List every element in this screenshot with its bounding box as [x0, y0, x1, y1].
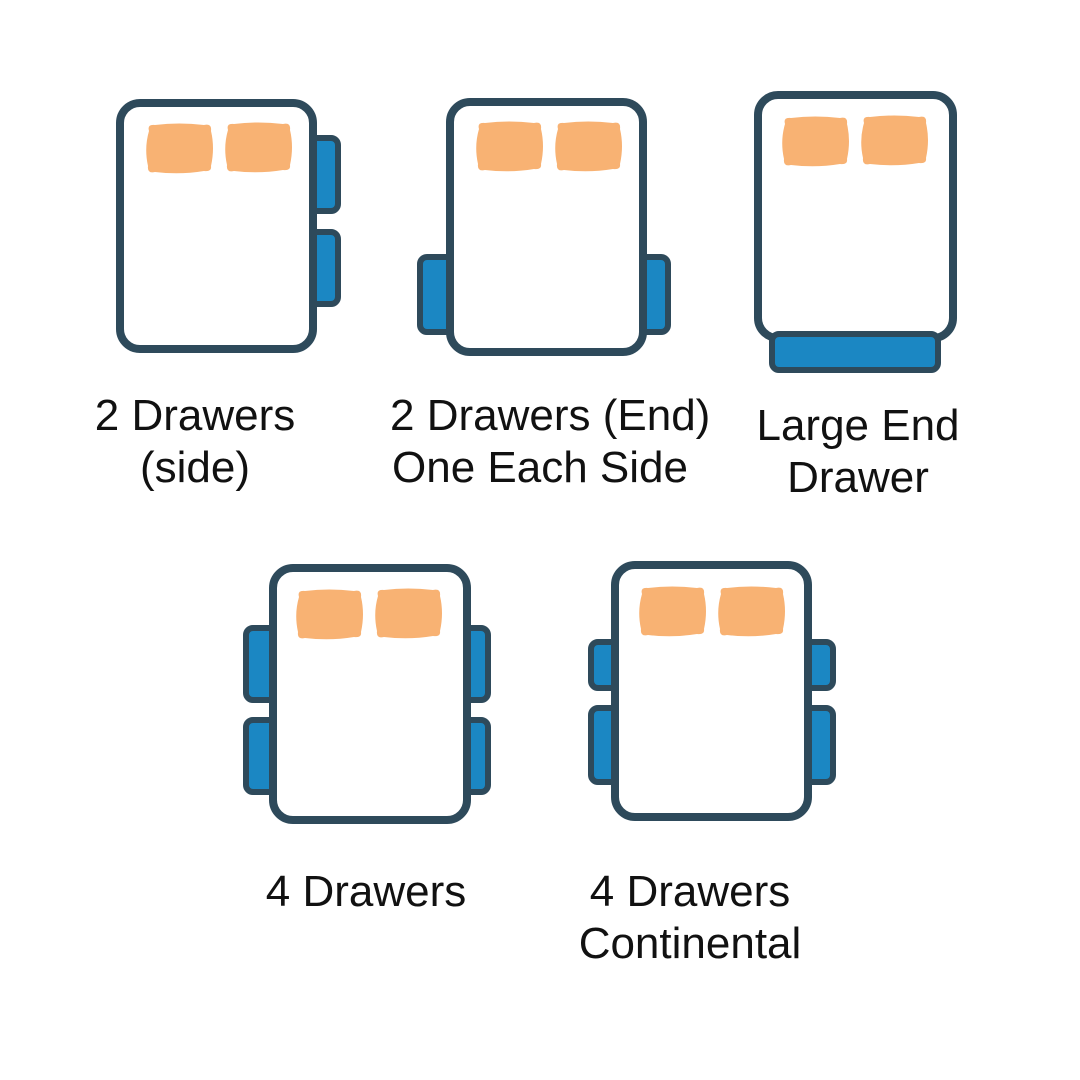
pillow-icon — [639, 586, 706, 637]
label-line: 2 Drawers — [94, 391, 296, 440]
bed-diagram-large-end-drawer — [753, 90, 958, 382]
pillow-icon — [476, 121, 543, 172]
pillow-icon — [375, 588, 442, 639]
bed-label-4-drawers: 4 Drawers — [246, 866, 486, 918]
bed-label-large-end-drawer: Large End Drawer — [738, 400, 978, 504]
bed-label-2-drawers-end: 2 Drawers (End) One Each Side — [390, 390, 711, 494]
pillow-icon — [861, 115, 928, 166]
pillow-icon — [718, 586, 785, 637]
bed-diagram-2-drawers-side — [115, 97, 347, 355]
bed-diagram-4-drawers-continental — [588, 560, 836, 822]
pillow-icon — [782, 116, 849, 167]
bed-diagram-4-drawers — [236, 562, 498, 826]
bed-label-2-drawers-side: 2 Drawers (side) — [75, 390, 315, 494]
label-line: 4 Drawers — [589, 867, 791, 916]
label-line: Continental — [578, 919, 802, 968]
bed-diagram-2-drawers-end — [414, 97, 674, 357]
drawer — [769, 331, 941, 373]
label-line: Drawer — [787, 453, 929, 502]
label-line: One Each Side — [392, 443, 688, 492]
label-line: (side) — [139, 443, 251, 492]
label-line: Large End — [756, 401, 960, 450]
bed-label-4-drawers-continental: 4 Drawers Continental — [560, 866, 820, 970]
pillow-icon — [296, 589, 363, 640]
pillow-icon — [146, 123, 213, 174]
pillow-icon — [225, 122, 292, 173]
label-line: 4 Drawers — [265, 867, 467, 916]
label-line: 2 Drawers (End) — [390, 391, 711, 440]
pillow-icon — [555, 121, 622, 172]
